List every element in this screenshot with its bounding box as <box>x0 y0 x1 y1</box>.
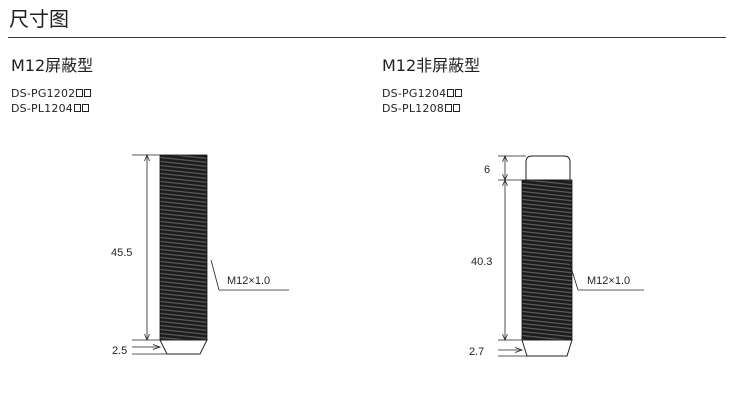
thread-spec-label: M12×1.0 <box>587 275 630 287</box>
dim-body-length: 45.5 <box>111 247 132 259</box>
threaded-body <box>159 154 208 341</box>
section-title-shielded: M12屏蔽型 <box>11 56 94 75</box>
unshielded-dimensions <box>498 154 644 357</box>
sensing-tip <box>159 339 208 355</box>
model-code: DS-PG1202 <box>11 86 92 101</box>
shielded-sensor <box>159 154 208 355</box>
page-title: 尺寸图 <box>9 7 69 31</box>
thread-spec-label: M12×1.0 <box>227 275 270 287</box>
dim-cap-length: 6 <box>484 164 490 176</box>
model-code: DS-PL1208 <box>382 101 460 116</box>
shielded-dimensions <box>132 153 289 355</box>
section-title-unshielded: M12非屏蔽型 <box>382 56 481 75</box>
unshielded-sensor <box>521 155 573 357</box>
threaded-body <box>521 179 573 341</box>
sensing-tip <box>521 339 573 357</box>
model-code: DS-PL1204 <box>11 101 89 116</box>
model-code: DS-PG1204 <box>382 86 463 101</box>
sensing-cap <box>525 155 571 181</box>
dim-tip-length: 2.7 <box>469 346 484 358</box>
dim-body-length: 40.3 <box>471 256 492 268</box>
title-divider <box>8 37 726 38</box>
dim-tip-length: 2.5 <box>112 345 127 357</box>
